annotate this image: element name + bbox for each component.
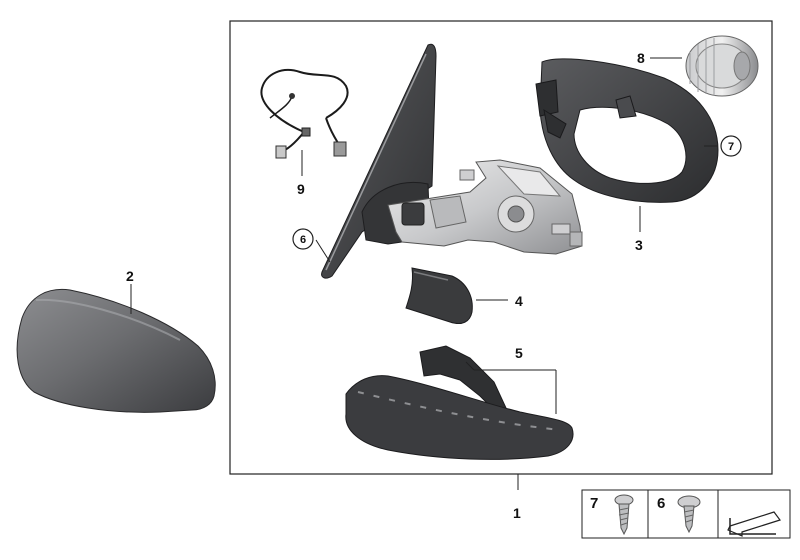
legend-number-7: 7	[590, 495, 598, 512]
legend-number-6: 6	[657, 495, 665, 512]
legend: 7 6	[581, 489, 791, 539]
leader-lines	[130, 57, 718, 490]
screw-6-icon	[677, 495, 701, 534]
callout-7: 7	[728, 141, 734, 153]
mirror-glass-part	[321, 43, 437, 279]
lower-trim-part	[345, 345, 574, 460]
mirror-cap-part	[16, 288, 216, 413]
screw-7-icon	[614, 494, 634, 536]
callout-6-circle: 6	[292, 228, 314, 250]
assembly-frame	[229, 20, 773, 475]
cover-part	[405, 267, 473, 325]
mirror-drive-part	[387, 159, 583, 255]
callout-1: 1	[513, 505, 521, 521]
callout-5: 5	[515, 345, 523, 361]
callout-2: 2	[126, 268, 134, 284]
mirror-frame-part	[535, 58, 719, 203]
callout-7-circle: 7	[720, 135, 742, 157]
motor-unit-part	[685, 35, 759, 97]
callout-9: 9	[297, 181, 305, 197]
wiring-harness-part	[260, 69, 349, 159]
callout-3: 3	[635, 237, 643, 253]
callout-6: 6	[300, 234, 306, 246]
callout-4: 4	[515, 293, 523, 309]
direction-arrow-icon	[727, 511, 781, 537]
callout-8: 8	[637, 50, 645, 66]
